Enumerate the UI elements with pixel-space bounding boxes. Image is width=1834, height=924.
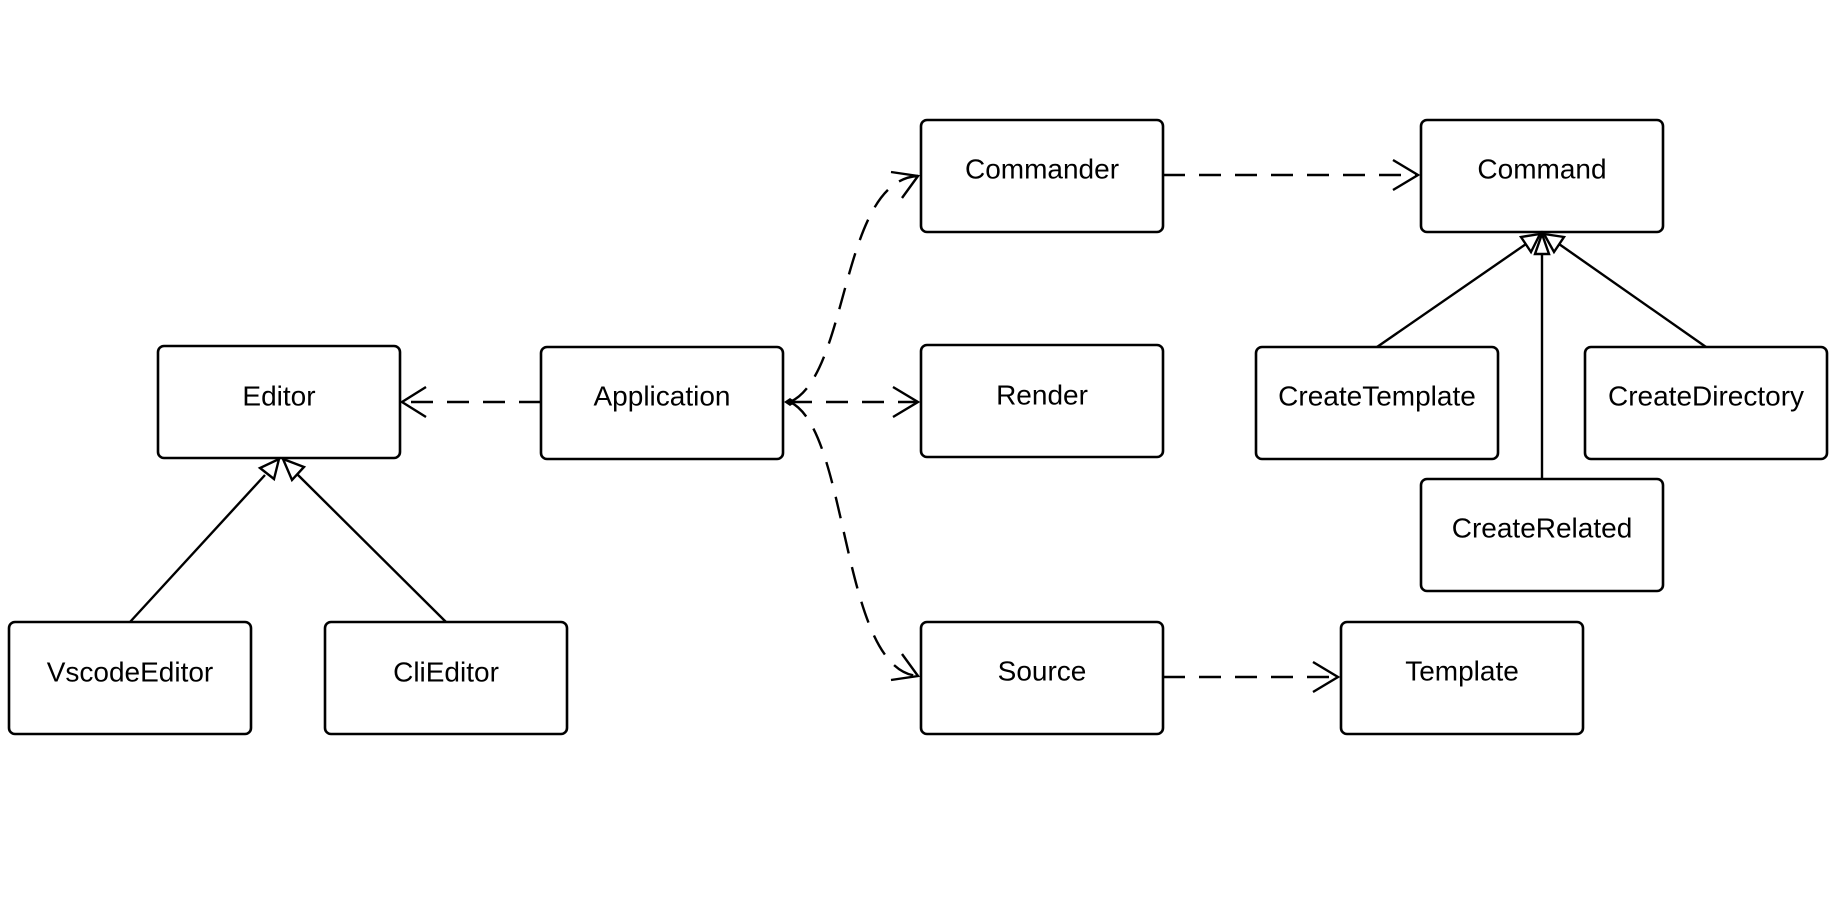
node-render-label: Render [996, 379, 1088, 410]
node-template[interactable]: Template [1339, 620, 1585, 736]
generalization-triangle-icon [280, 456, 307, 483]
node-cli-editor-label: CliEditor [393, 656, 499, 687]
edge-create-template-command [1376, 232, 1543, 348]
edge-create-related-command [1533, 230, 1551, 479]
node-editor-label: Editor [242, 380, 315, 411]
node-cli-editor[interactable]: CliEditor [323, 620, 569, 736]
edge-create-directory-command [1541, 232, 1707, 348]
node-application[interactable]: Application [539, 345, 785, 461]
node-create-directory-label: CreateDirectory [1608, 380, 1804, 411]
node-application-label: Application [594, 380, 731, 411]
node-commander-label: Commander [965, 153, 1119, 184]
node-create-related[interactable]: CreateRelated [1419, 477, 1665, 593]
node-create-template-label: CreateTemplate [1278, 380, 1476, 411]
node-command-label: Command [1477, 153, 1606, 184]
edge-vscode-editor-editor [129, 456, 281, 623]
node-create-related-label: CreateRelated [1452, 512, 1633, 543]
edge-application-commander [789, 170, 921, 404]
arrowhead-open-icon [399, 385, 427, 419]
arrowhead-open-icon [890, 170, 921, 199]
edge-commander-command [1163, 158, 1421, 192]
node-editor[interactable]: Editor [156, 344, 402, 460]
node-vscode-editor[interactable]: VscodeEditor [7, 620, 253, 736]
edge-source-template [1163, 660, 1341, 694]
arrowhead-open-icon [892, 385, 921, 419]
node-render[interactable]: Render [919, 343, 1165, 459]
node-template-label: Template [1405, 655, 1519, 686]
node-commander[interactable]: Commander [919, 118, 1165, 234]
edge-application-editor [399, 385, 541, 419]
node-create-directory[interactable]: CreateDirectory [1583, 345, 1829, 461]
generalization-triangle-icon [1518, 232, 1543, 255]
edge-cli-editor-editor [280, 456, 447, 623]
node-source-label: Source [998, 655, 1087, 686]
node-create-template[interactable]: CreateTemplate [1254, 345, 1500, 461]
arrowhead-open-icon [890, 653, 921, 682]
arrowhead-open-icon [1392, 158, 1421, 192]
generalization-triangle-icon [1541, 232, 1567, 255]
generalization-triangle-icon [257, 456, 281, 482]
node-source[interactable]: Source [919, 620, 1165, 736]
node-vscode-editor-label: VscodeEditor [47, 656, 214, 687]
edge-application-source [789, 400, 921, 682]
node-command[interactable]: Command [1419, 118, 1665, 234]
arrowhead-open-icon [1312, 660, 1341, 694]
generalization-triangle-icon [1533, 230, 1551, 256]
